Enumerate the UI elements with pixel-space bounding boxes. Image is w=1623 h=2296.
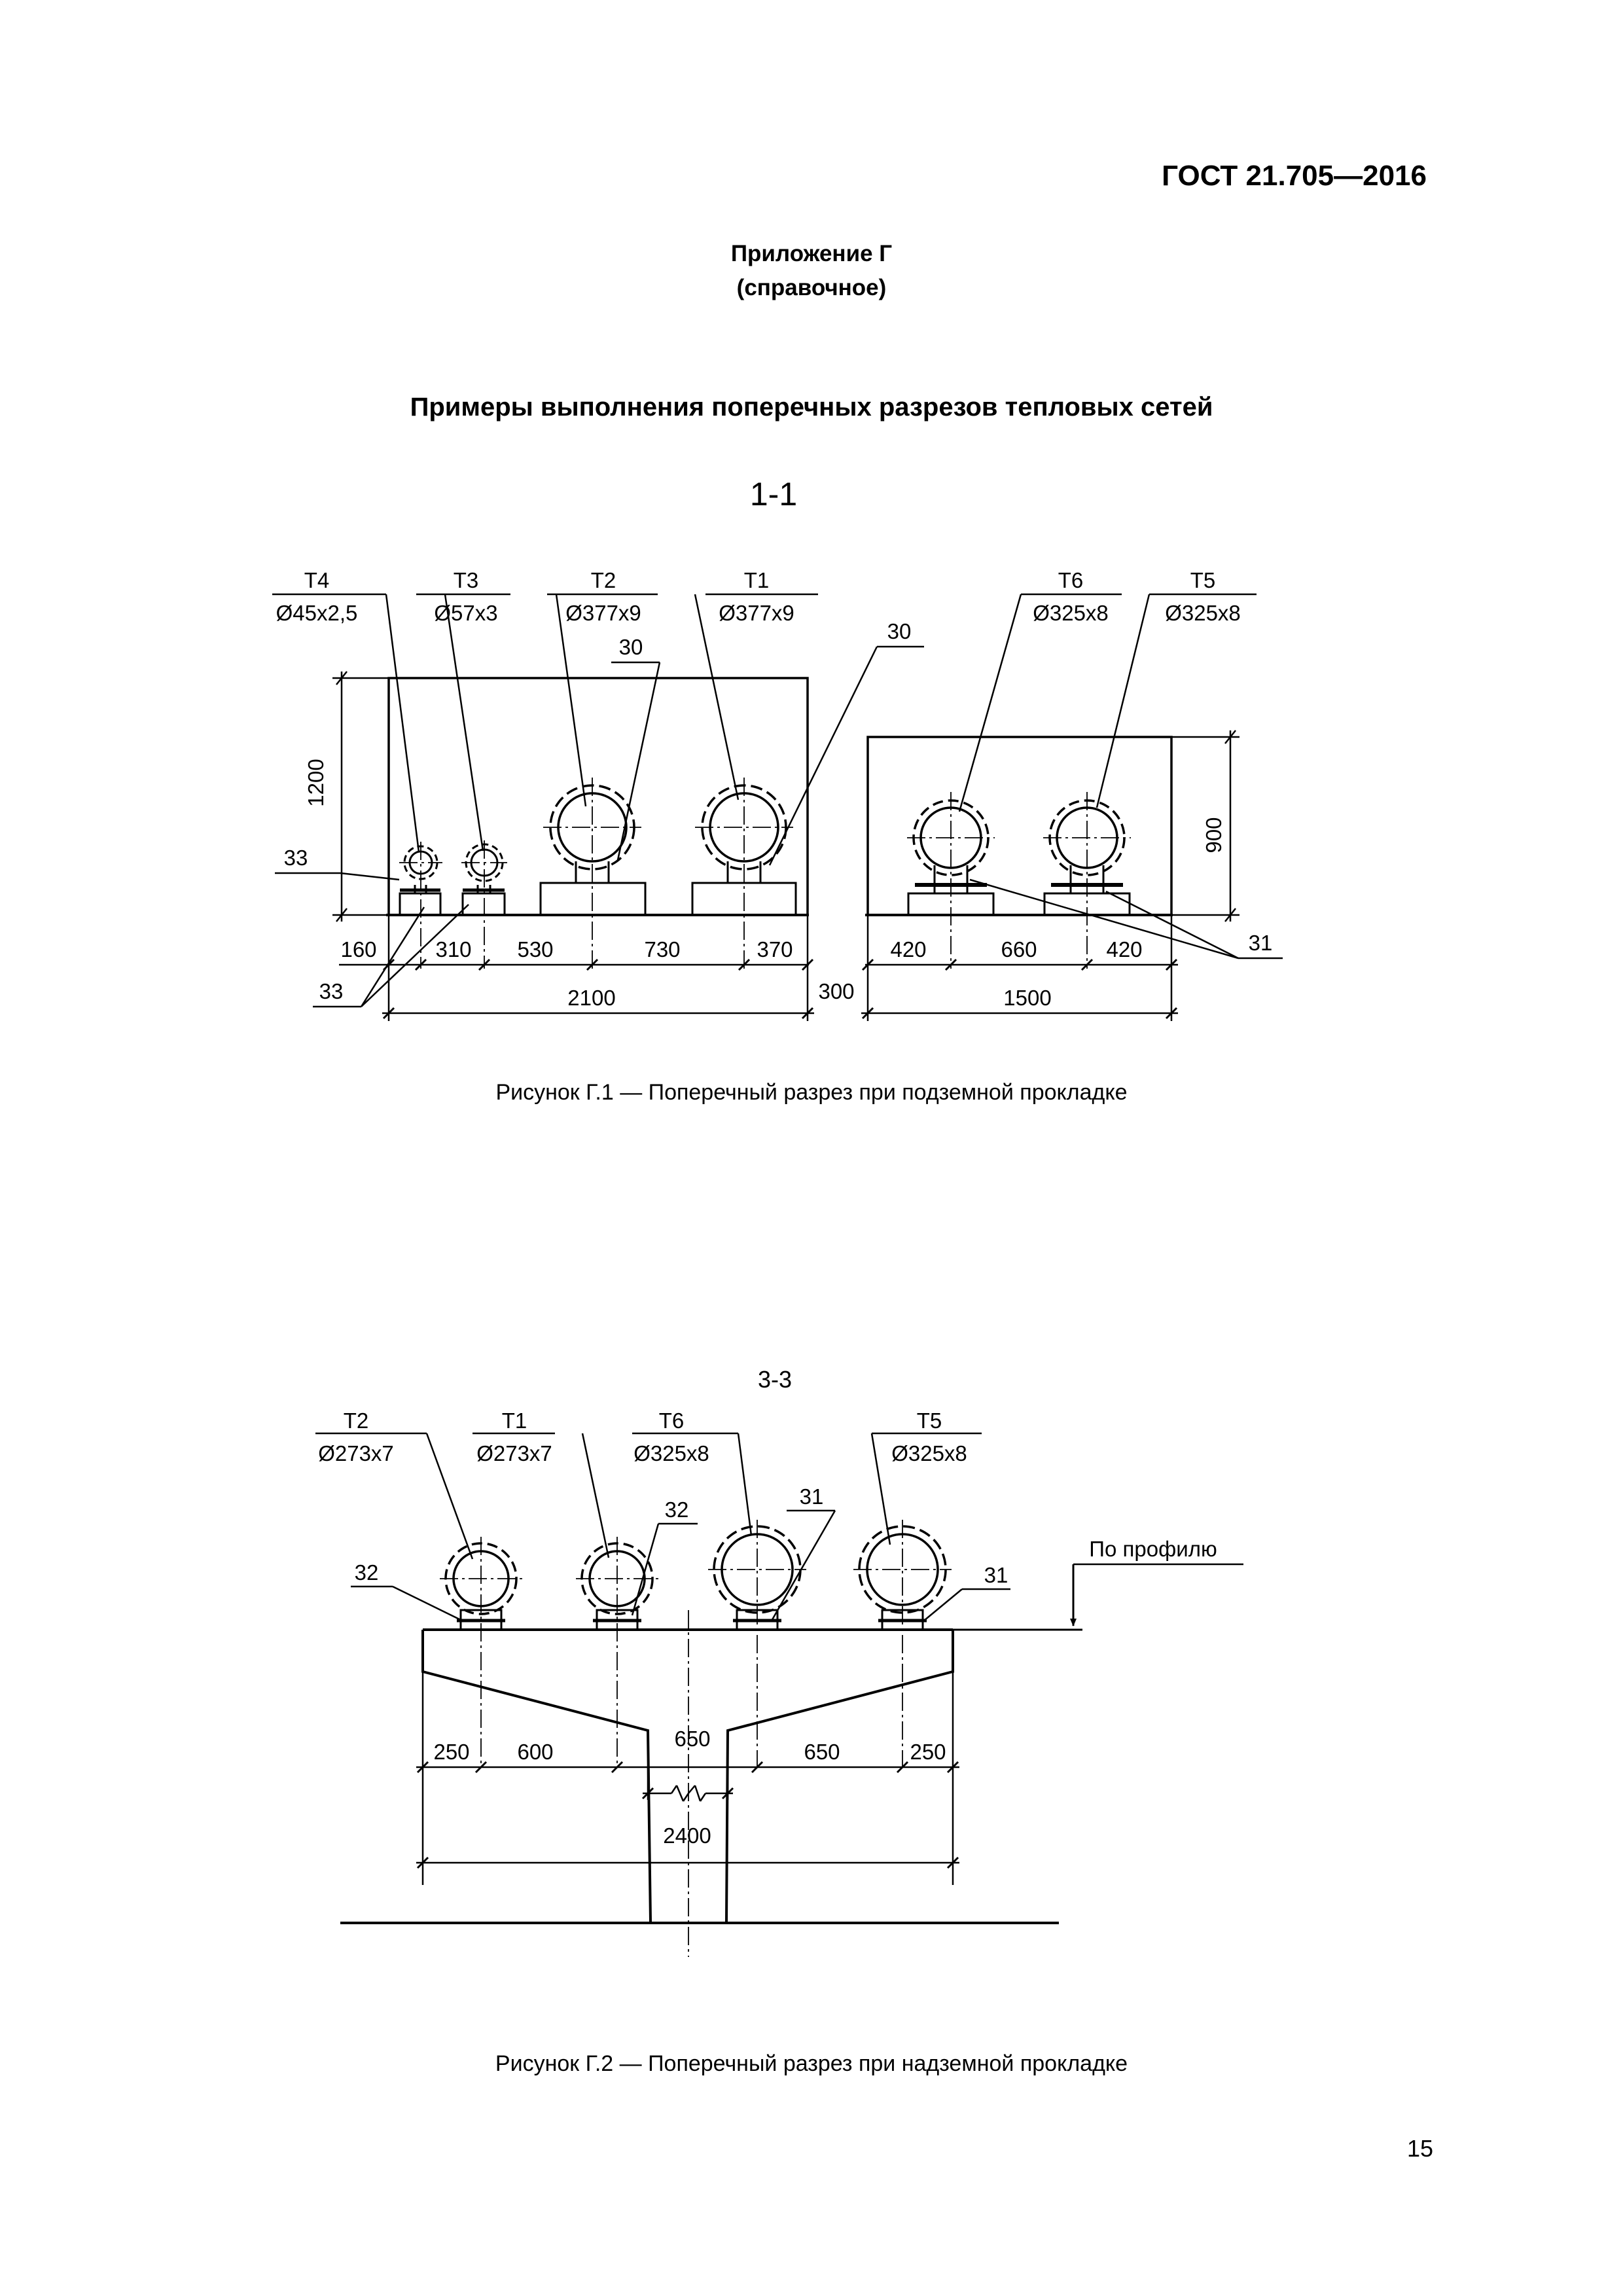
fig1-support-t3 bbox=[461, 892, 506, 916]
fig2-t2-size: Ø273х7 bbox=[318, 1441, 394, 1465]
fig1-dim-420b: 420 bbox=[1106, 937, 1142, 961]
document-code: ГОСТ 21.705—2016 bbox=[1162, 160, 1427, 192]
fig1-dim-370: 370 bbox=[757, 937, 793, 961]
fig2-callout-32b: 32 bbox=[665, 1498, 689, 1522]
fig1-dim-160: 160 bbox=[340, 937, 376, 961]
fig1-t1-tag: Т1 bbox=[744, 568, 770, 592]
fig2-t1-tag: Т1 bbox=[502, 1408, 527, 1433]
section-title: Примеры выполнения поперечных разрезов т… bbox=[410, 393, 1213, 422]
fig2-t5-size: Ø325х8 bbox=[891, 1441, 967, 1465]
figure-1-drawing: 1-1 bbox=[272, 476, 1283, 1021]
fig1-dim-2100: 2100 bbox=[567, 986, 615, 1010]
figure-2-caption: Рисунок Г.2 — Поперечный разрез при надз… bbox=[495, 2051, 1128, 2076]
fig1-t6-tag: Т6 bbox=[1058, 568, 1084, 592]
fig1-callout-33b: 33 bbox=[319, 979, 344, 1003]
fig1-channel-right bbox=[866, 736, 1173, 916]
fig2-dim-250a: 250 bbox=[433, 1740, 469, 1764]
page-number: 15 bbox=[1406, 2135, 1433, 2162]
fig1-dim-420a: 420 bbox=[890, 937, 926, 961]
fig1-t2-size: Ø377х9 bbox=[565, 601, 641, 625]
fig1-dim-730: 730 bbox=[644, 937, 680, 961]
fig1-t4-tag: Т4 bbox=[304, 568, 330, 592]
appendix-subtitle: (справочное) bbox=[736, 275, 887, 300]
fig2-profile-note: По профилю bbox=[1089, 1537, 1217, 1561]
fig2-support-structure bbox=[421, 1628, 954, 1922]
figure-1-caption: Рисунок Г.1 — Поперечный разрез при подз… bbox=[495, 1080, 1128, 1105]
fig1-dim-660: 660 bbox=[1001, 937, 1037, 961]
fig1-support-t2 bbox=[539, 882, 647, 916]
fig1-dim-1200: 1200 bbox=[304, 759, 328, 806]
fig2-dim-600: 600 bbox=[517, 1740, 553, 1764]
fig1-t5-size: Ø325х8 bbox=[1165, 601, 1241, 625]
fig1-dim-300: 300 bbox=[818, 979, 854, 1003]
fig2-t1-size: Ø273х7 bbox=[476, 1441, 552, 1465]
fig2-section-label: 3-3 bbox=[758, 1366, 792, 1393]
fig2-callout-32a: 32 bbox=[355, 1560, 379, 1585]
fig1-dim-310: 310 bbox=[435, 937, 471, 961]
fig2-dim-250b: 250 bbox=[910, 1740, 946, 1764]
fig1-dim-900: 900 bbox=[1202, 817, 1226, 853]
fig2-dim-650a: 650 bbox=[674, 1727, 710, 1751]
fig1-t5-tag: Т5 bbox=[1190, 568, 1216, 592]
fig1-section-label: 1-1 bbox=[750, 476, 797, 512]
fig1-t2-tag: Т2 bbox=[591, 568, 616, 592]
fig1-dim-530: 530 bbox=[517, 937, 553, 961]
fig2-callout-31a: 31 bbox=[800, 1484, 824, 1509]
fig1-pipe-t2 bbox=[549, 784, 635, 870]
fig1-support-t4 bbox=[399, 892, 442, 916]
fig1-t3-size: Ø57х3 bbox=[434, 601, 497, 625]
fig1-callout-33a: 33 bbox=[284, 846, 308, 870]
fig1-channel-left bbox=[387, 677, 809, 916]
fig2-t6-tag: Т6 bbox=[659, 1408, 685, 1433]
fig1-t6-size: Ø325х8 bbox=[1033, 601, 1109, 625]
fig1-callout-30a: 30 bbox=[619, 635, 643, 659]
fig1-t1-size: Ø377х9 bbox=[719, 601, 794, 625]
fig2-t6-size: Ø325х8 bbox=[633, 1441, 709, 1465]
fig2-t2-tag: Т2 bbox=[344, 1408, 369, 1433]
figure-2-drawing: 3-3 bbox=[315, 1366, 1243, 1957]
fig2-dim-650b: 650 bbox=[804, 1740, 840, 1764]
fig2-dim-2400: 2400 bbox=[663, 1823, 711, 1848]
fig1-dim-1500: 1500 bbox=[1003, 986, 1051, 1010]
appendix-title: Приложение Г bbox=[730, 241, 893, 266]
fig1-callout-30b: 30 bbox=[887, 619, 912, 643]
fig1-t4-size: Ø45х2,5 bbox=[276, 601, 358, 625]
fig1-callout-31: 31 bbox=[1249, 931, 1273, 955]
fig1-t3-tag: Т3 bbox=[454, 568, 479, 592]
fig2-callout-31b: 31 bbox=[984, 1563, 1008, 1587]
fig2-t5-tag: Т5 bbox=[917, 1408, 942, 1433]
